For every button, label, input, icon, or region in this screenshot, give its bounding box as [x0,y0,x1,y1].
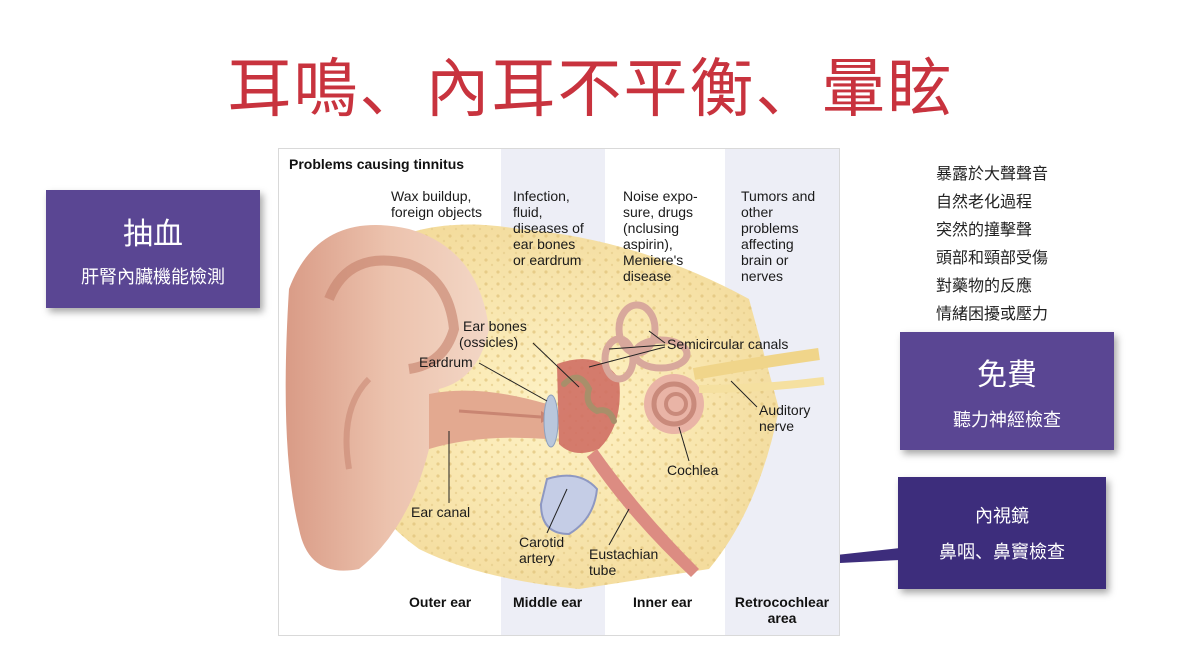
svg-text:problems: problems [741,220,799,236]
pinna-shape [285,225,489,571]
label-auditory-nerve: Auditory nerve [730,380,810,434]
label-cochlea: Cochlea [667,426,719,478]
svg-text:other: other [741,204,773,220]
svg-text:Ear bones: Ear bones [463,318,527,334]
cause-item: 頭部和頸部受傷 [936,248,1049,267]
svg-text:Infection,: Infection, [513,188,570,204]
svg-text:diseases of: diseases of [513,220,584,236]
label-semicircular: Semicircular canals [588,330,788,368]
cause-item: 突然的撞擊聲 [936,220,1033,239]
label-carotid: Carotid artery [519,488,568,566]
svg-text:fluid,: fluid, [513,204,543,220]
carotid-artery-shape [539,474,599,536]
label-eustachian: Eustachian tube [589,508,658,578]
label-ear-bones: Ear bones (ossicles) [459,318,580,388]
svg-text:tube: tube [589,562,616,578]
svg-text:sure, drugs: sure, drugs [623,204,693,220]
svg-text:artery: artery [519,550,555,566]
svg-text:foreign objects: foreign objects [391,204,482,220]
blood-test-subtitle: 肝腎內臟機能檢測 [81,267,225,288]
free-hearing-subtitle: 聽力神經檢查 [953,410,1061,431]
svg-text:Wax buildup,: Wax buildup, [391,188,471,204]
middle-problems: Infection, fluid, diseases of ear bones … [513,188,584,268]
endoscope-subtitle: 鼻咽、鼻竇檢查 [939,542,1065,563]
svg-text:Auditory: Auditory [759,402,810,418]
causes-list: 暴露於大聲聲音 自然老化過程 突然的撞擊聲 頭部和頸部受傷 對藥物的反應 情緒困… [936,160,1048,328]
auditory-nerve-shape [692,348,820,380]
region-middle-ear: Middle ear [513,594,583,610]
svg-text:nerves: nerves [741,268,783,284]
svg-text:Tumors and: Tumors and [741,188,815,204]
region-inner-ear: Inner ear [633,594,693,610]
region-retrocochlear-area: area [768,610,797,626]
svg-text:nerve: nerve [759,418,794,434]
blood-test-heading: 抽血 [123,217,183,252]
svg-text:Meniere's: Meniere's [623,252,683,268]
svg-text:(ossicles): (ossicles) [459,334,518,350]
svg-text:aspirin),: aspirin), [623,236,673,252]
svg-text:disease: disease [623,268,671,284]
svg-text:Ear canal: Ear canal [411,504,470,520]
ear-canal-shape [429,390,547,449]
ear-anatomy-diagram: Problems causing tinnitus Wax buildup, f… [278,148,840,636]
cause-item: 對藥物的反應 [936,276,1033,295]
outer-problems: Wax buildup, foreign objects [391,188,482,220]
svg-text:or eardrum: or eardrum [513,252,581,268]
svg-text:Noise expo-: Noise expo- [623,188,698,204]
svg-text:Cochlea: Cochlea [667,462,719,478]
svg-text:brain or: brain or [741,252,789,268]
diagram-title: Problems causing tinnitus [289,156,464,172]
svg-text:Semicircular canals: Semicircular canals [667,336,788,352]
svg-text:Carotid: Carotid [519,534,564,550]
inner-problems: Noise expo- sure, drugs (nclusing aspiri… [623,188,698,284]
free-hearing-box: 免費 聽力神經檢查 [900,332,1114,450]
ossicles-shape [561,374,617,424]
eardrum-shape [543,394,559,448]
svg-text:(nclusing: (nclusing [623,220,679,236]
endoscope-box: 內視鏡 鼻咽、鼻竇檢查 [898,477,1106,589]
svg-text:Eardrum: Eardrum [419,354,473,370]
ear-illustration: Problems causing tinnitus Wax buildup, f… [285,149,839,635]
svg-text:affecting: affecting [741,236,794,252]
region-retrocochlear: Retrocochlear [735,594,830,610]
label-ear-canal: Ear canal [411,431,470,520]
endoscope-heading: 內視鏡 [975,506,1029,527]
svg-text:Eustachian: Eustachian [589,546,658,562]
cause-item: 暴露於大聲聲音 [936,164,1049,183]
cause-item: 自然老化過程 [936,192,1033,211]
blood-test-box: 抽血 肝腎內臟機能檢測 [46,190,260,308]
slide-title: 耳鳴、內耳不平衡、暈眩 [227,53,954,127]
svg-text:ear bones: ear bones [513,236,575,252]
free-hearing-heading: 免費 [977,358,1037,393]
label-eardrum: Eardrum [419,354,548,402]
region-outer-ear: Outer ear [409,594,472,610]
retro-problems: Tumors and other problems affecting brai… [741,188,815,284]
eustachian-tube-shape [587,449,699,577]
cause-item: 情緒困擾或壓力 [936,304,1049,323]
